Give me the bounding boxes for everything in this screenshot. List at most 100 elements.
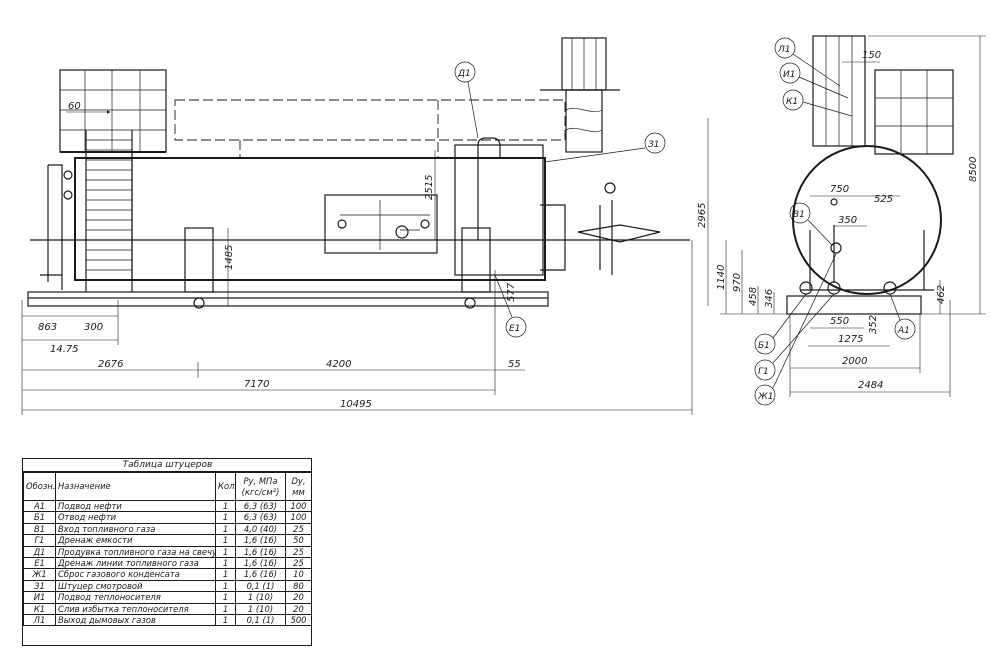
table-cell-purpose: Продувка топливного газа на свечу <box>55 545 216 559</box>
chimney <box>540 37 620 153</box>
table-cell-qty: 1 <box>215 511 236 524</box>
table-cell-dn: 25 <box>285 557 312 570</box>
table-cell-qty: 1 <box>215 602 236 616</box>
table-cell-pressure: 1,6 (16) <box>235 557 286 570</box>
dim-2000: 2000 <box>842 356 867 367</box>
table-cell-dn: 20 <box>285 602 312 616</box>
callout-e1: Е1 <box>509 324 520 334</box>
end-view: Л1 И1 К1 В1 А1 Б1 Г1 Ж1 150 8500 750 <box>716 35 986 406</box>
dim-1140: 1140 <box>716 265 727 290</box>
table-cell-purpose: Выход дымовых газов <box>55 614 216 627</box>
table-cell-purpose: Слив избытка теплоносителя <box>55 602 216 616</box>
dim-1485: 1485 <box>224 245 235 270</box>
end-dimensions: 150 8500 750 525 350 1140 970 458 346 46… <box>716 35 986 397</box>
dim-150: 150 <box>862 50 881 61</box>
callout-a1: А1 <box>897 326 910 336</box>
col-qty: Кол. <box>215 472 236 501</box>
col-purpose: Назначение <box>55 472 216 501</box>
table-cell-designation: Б1 <box>23 511 56 524</box>
access-stairs <box>85 130 133 292</box>
table-cell-designation: В1 <box>23 522 56 536</box>
table-cell-designation: Ж1 <box>23 568 56 581</box>
table-cell-purpose: Сброс газового конденсата <box>55 568 216 581</box>
col-designation: Обозн. <box>23 472 56 501</box>
end-skid <box>786 295 922 315</box>
table-cell-dn: 10 <box>285 568 312 581</box>
dim-7170: 7170 <box>244 379 269 390</box>
table-cell-dn: 80 <box>285 579 312 593</box>
table-cell-qty: 1 <box>215 579 236 593</box>
dim-2515: 2515 <box>424 175 435 200</box>
dim-2965: 2965 <box>697 203 708 228</box>
service-platform <box>59 69 167 153</box>
dim-462: 462 <box>936 285 947 304</box>
table-cell-dn: 500 <box>285 614 312 627</box>
dim-863: 863 <box>38 322 57 333</box>
table-cell-qty: 1 <box>215 557 236 570</box>
table-title: Таблица штуцеров <box>23 459 312 472</box>
table-cell-purpose: Вход топливного газа <box>55 522 216 536</box>
table-cell-designation: И1 <box>23 591 56 604</box>
saddle-left <box>184 227 214 293</box>
table-cell-pressure: 6,3 (63) <box>235 499 286 513</box>
dim-750: 750 <box>830 184 849 195</box>
table-cell-pressure: 1 (10) <box>235 591 286 604</box>
skid-frame <box>27 291 549 307</box>
fuel-gas-skid <box>324 194 438 254</box>
table-cell-purpose: Штуцер смотровой <box>55 579 216 593</box>
dim-550: 550 <box>830 316 849 327</box>
dim-10495: 10495 <box>340 399 372 410</box>
dim-2484: 2484 <box>858 380 883 391</box>
callout-k1: К1 <box>786 97 798 107</box>
table-cell-dn: 100 <box>285 499 312 513</box>
dim-458: 458 <box>748 287 759 306</box>
saddle-right <box>461 227 491 293</box>
dim-350: 350 <box>838 215 857 226</box>
side-view: Д1 З1 Е1 60 2515 2965 1485 577 863 300 1… <box>21 37 709 415</box>
callout-g1: Г1 <box>758 367 769 377</box>
dim-352: 352 <box>868 315 879 334</box>
callout-d1: Д1 <box>457 69 471 79</box>
table-cell-pressure: 1,6 (16) <box>235 545 286 559</box>
table-cell-qty: 1 <box>215 545 236 559</box>
table-cell-designation: З1 <box>23 579 56 593</box>
dim-577: 577 <box>506 282 517 302</box>
callout-b1: Б1 <box>758 341 770 351</box>
table-cell-designation: Е1 <box>23 557 56 570</box>
table-cell-qty: 1 <box>215 614 236 627</box>
table-cell-purpose: Подвод нефти <box>55 499 216 513</box>
dim-1275: 1275 <box>838 334 863 345</box>
table-cell-purpose: Дренаж линии топливного газа <box>55 557 216 570</box>
table-cell-qty: 1 <box>215 591 236 604</box>
col-pressure: Pу, МПа (кгс/см²) <box>235 472 286 501</box>
dim-2676: 2676 <box>98 359 123 370</box>
table-cell-pressure: 6,3 (63) <box>235 511 286 524</box>
callout-l1: Л1 <box>777 45 791 55</box>
nozzle-table: Таблица штуцеров Обозн. Назначение Кол. … <box>22 458 312 646</box>
end-platform <box>874 69 954 155</box>
callout-i1: И1 <box>783 70 795 80</box>
dim-4200: 4200 <box>326 359 351 370</box>
table-cell-qty: 1 <box>215 499 236 513</box>
table-cell-designation: Д1 <box>23 545 56 559</box>
table-cell-purpose: Отвод нефти <box>55 511 216 524</box>
table-cell-designation: К1 <box>23 602 56 616</box>
table-cell-qty: 1 <box>215 534 236 547</box>
table-cell-dn: 50 <box>285 534 312 547</box>
dim-525: 525 <box>874 194 893 205</box>
table-cell-designation: А1 <box>23 499 56 513</box>
callout-zh1: Ж1 <box>757 392 773 402</box>
flue-duct <box>174 99 566 141</box>
table-cell-purpose: Подвод теплоносителя <box>55 591 216 604</box>
table-cell-designation: Л1 <box>23 614 56 627</box>
